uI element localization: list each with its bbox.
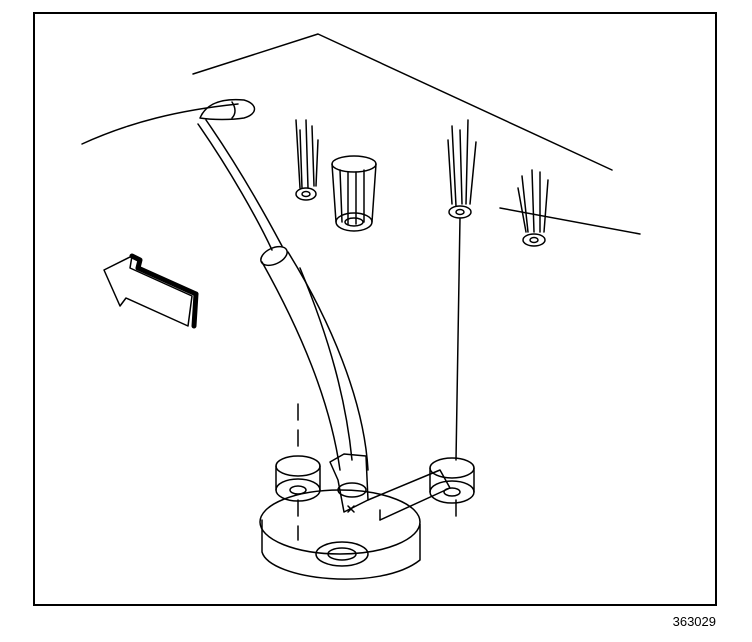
wire-tube-1	[295, 119, 319, 201]
bushing-left	[275, 403, 321, 541]
bushing-right	[429, 457, 475, 517]
panel-outline	[81, 33, 641, 235]
figure-number: 363029	[672, 614, 716, 629]
tool-rod	[197, 119, 369, 471]
wire-tube-3	[517, 169, 549, 247]
fastener-nut	[331, 155, 377, 232]
direction-arrow-icon	[103, 253, 199, 329]
wire-tube-2	[447, 119, 477, 461]
finger-tip	[199, 98, 256, 121]
illustration-frame	[33, 12, 717, 606]
mounting-bracket	[259, 469, 451, 580]
center-clip	[329, 453, 369, 513]
